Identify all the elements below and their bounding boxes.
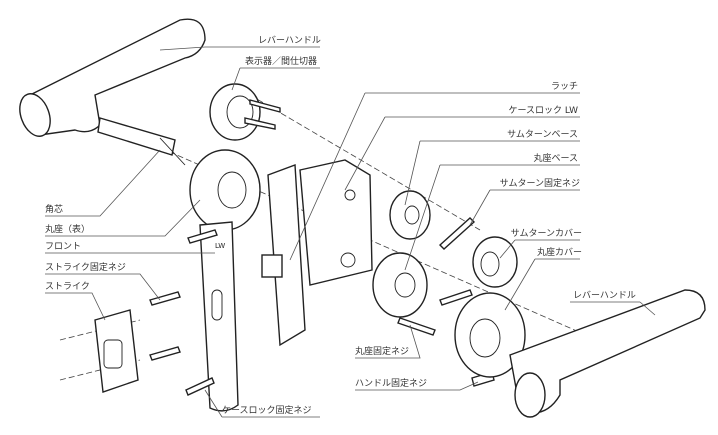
lever-handle-right: [509, 289, 706, 418]
label-indicator: 表示器／間仕切器: [245, 55, 317, 67]
label-strike-screw: ストライク固定ネジ: [45, 261, 126, 273]
label-thumbturn-cover: サムターンカバー: [511, 228, 582, 239]
rosette-cover-part: [454, 292, 526, 378]
indicator-part: [209, 83, 281, 141]
front-plate-mark: LW: [215, 242, 225, 250]
rosette-base-part: [372, 252, 428, 318]
rosette-front-part: [189, 149, 261, 231]
label-rosette-base: 丸座ベース: [533, 152, 578, 164]
label-rosette-screw: 丸座固定ネジ: [355, 345, 409, 357]
thumbturn-cover-part: [472, 236, 518, 288]
label-strike: ストライク: [45, 281, 90, 292]
label-front: フロント: [45, 242, 81, 252]
leader-lines: [45, 46, 656, 418]
part-labels: レバーハンドル 表示器／間仕切器 ラッチ ケースロック LW サムターンベース …: [45, 35, 636, 416]
label-spindle: 角芯: [45, 203, 63, 215]
label-latch: ラッチ: [551, 81, 578, 92]
strike-part: [94, 309, 139, 393]
label-case-lock: ケースロック LW: [509, 105, 579, 116]
label-thumbturn-base: サムターンベース: [507, 129, 578, 140]
label-thumbturn-screw: サムターン固定ネジ: [500, 177, 580, 189]
case-lock-body: [261, 159, 373, 347]
label-rosette-cover: 丸座カバー: [537, 246, 582, 258]
label-lever-handle-left: レバーハンドル: [258, 35, 321, 46]
label-case-lock-screw: ケースロック固定ネジ: [222, 404, 312, 416]
screws: [149, 217, 495, 396]
thumbturn-base-part: [389, 190, 431, 240]
lever-handle-left: [19, 18, 206, 166]
front-plate: LW: [199, 221, 239, 412]
label-rosette-front: 丸座（表）: [45, 223, 90, 235]
label-lever-handle-right: レバーハンドル: [573, 290, 636, 301]
label-handle-screw: ハンドル固定ネジ: [355, 377, 427, 389]
